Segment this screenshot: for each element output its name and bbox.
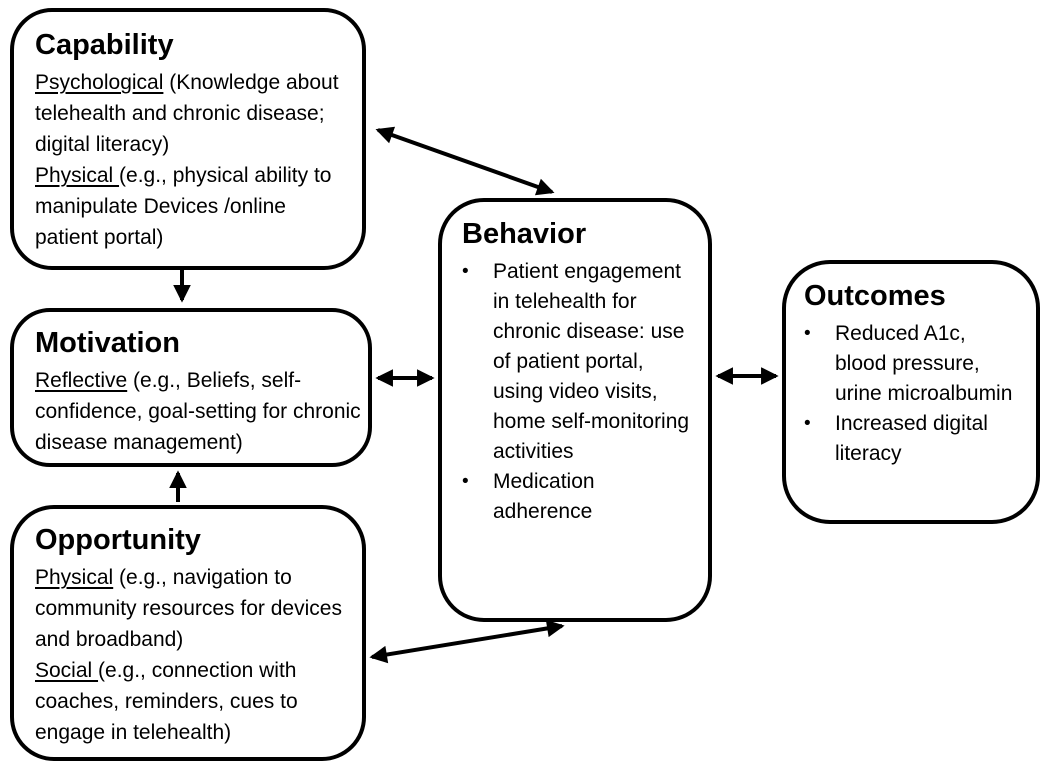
capability-body: Psychological (Knowledge about telehealt… [35,67,351,253]
capability-psychological-section: Psychological (Knowledge about telehealt… [35,67,351,160]
behavior-title: Behavior [462,218,587,250]
capability-psychological-text: (Knowledge about telehealth and chronic … [35,71,339,157]
motivation-reflective-section: Reflective (e.g., Beliefs, self-confiden… [35,365,365,458]
opportunity-physical-section: Physical (e.g., navigation to community … [35,562,351,655]
opportunity-physical-label: Physical [35,566,114,590]
capability-box: Capability Psychological (Knowledge abou… [10,8,366,270]
opportunity-physical-text: (e.g., navigation to community resources… [35,566,342,652]
behavior-bullet-list: • Patient engagement in telehealth for c… [462,257,698,527]
bullet-icon: • [462,261,469,283]
outcomes-bullet-item: • Increased digital literacy [804,409,1028,469]
arrow-opportunity-behavior [369,619,565,664]
opportunity-social-section: Social (e.g., connection with coaches, r… [35,655,351,748]
capability-physical-label: Physical [35,164,120,188]
bullet-icon: • [804,323,811,345]
motivation-reflective-text: (e.g., Beliefs, self-confidence, goal-se… [35,369,361,455]
motivation-title: Motivation [35,327,180,359]
capability-title: Capability [35,29,174,61]
outcomes-box: Outcomes • Reduced A1c, blood pressure, … [782,260,1040,524]
opportunity-social-label: Social [35,659,99,683]
opportunity-title: Opportunity [35,524,201,556]
capability-psychological-label: Psychological [35,71,164,95]
behavior-bullet-item: • Medication adherence [462,467,698,527]
opportunity-box: Opportunity Physical (e.g., navigation t… [10,505,366,761]
outcomes-title: Outcomes [804,280,946,312]
bullet-icon: • [804,413,811,435]
arrow-capability-behavior [375,126,555,196]
motivation-reflective-label: Reflective [35,369,128,393]
motivation-box: Motivation Reflective (e.g., Beliefs, se… [10,308,372,467]
motivation-body: Reflective (e.g., Beliefs, self-confiden… [35,365,365,458]
capability-physical-section: Physical (e.g., physical ability to mani… [35,160,351,253]
outcomes-bullet-text: Increased digital literacy [835,412,988,466]
outcomes-bullet-list: • Reduced A1c, blood pressure, urine mic… [804,319,1028,469]
capability-physical-text: (e.g., physical ability to manipulate De… [35,164,332,250]
bullet-icon: • [462,471,469,493]
outcomes-bullet-item: • Reduced A1c, blood pressure, urine mic… [804,319,1028,409]
behavior-bullet-item: • Patient engagement in telehealth for c… [462,257,698,467]
behavior-bullet-text: Medication adherence [493,470,595,524]
outcomes-bullet-text: Reduced A1c, blood pressure, urine micro… [835,322,1013,406]
opportunity-social-text: (e.g., connection with coaches, reminder… [35,659,298,745]
opportunity-body: Physical (e.g., navigation to community … [35,562,351,748]
behavior-bullet-text: Patient engagement in telehealth for chr… [493,260,690,464]
behavior-box: Behavior • Patient engagement in telehea… [438,198,712,622]
